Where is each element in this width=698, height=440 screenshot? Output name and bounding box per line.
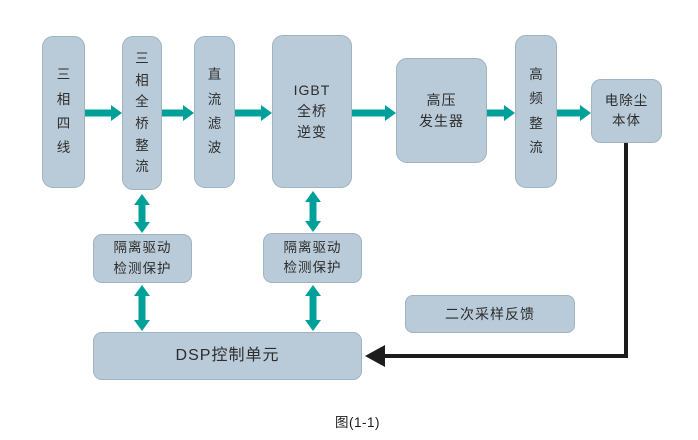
- node-label: 高频整流: [529, 66, 543, 155]
- node-hv-generator: 高压 发生器: [396, 58, 487, 163]
- node-esp-body: 电除尘 本体: [591, 79, 662, 143]
- node-label: 电除尘 本体: [604, 92, 649, 128]
- arrow-dc-filter-to-igbt: [235, 105, 272, 121]
- node-igbt-full-bridge-inverter: IGBT 全桥 逆变: [272, 35, 352, 188]
- figure-caption: 图(1-1): [334, 415, 380, 430]
- node-dc-filter: 直流滤波: [194, 36, 235, 188]
- node-three-phase-full-bridge-rectifier: 三相全桥整流: [122, 36, 162, 190]
- arrow-mains-to-rectifier: [85, 105, 122, 121]
- node-secondary-sampling-feedback: 二次采样反馈: [405, 295, 575, 333]
- node-label: 直流滤波: [207, 67, 222, 156]
- arrow-igbt-isolation2: [305, 191, 321, 232]
- node-label: 隔离驱动 检测保护: [283, 239, 342, 275]
- node-label: DSP控制单元: [175, 347, 280, 364]
- arrow-rectifier-to-dc-filter: [162, 105, 194, 121]
- node-label: 高压 发生器: [419, 91, 464, 129]
- arrow-rectifier-isolation1: [134, 194, 150, 233]
- arrow-isolation1-dsp: [134, 285, 150, 331]
- arrow-hf-rectifier-to-esp-body: [557, 105, 591, 121]
- feedback-path: [365, 143, 628, 367]
- node-label: 三相全桥整流: [135, 51, 149, 175]
- node-isolation-drive-protect-2: 隔离驱动 检测保护: [263, 233, 362, 283]
- arrow-isolation2-dsp: [305, 285, 321, 331]
- node-label: 三相四线: [56, 67, 71, 156]
- node-label: IGBT 全桥 逆变: [293, 82, 331, 140]
- node-dsp-control-unit: DSP控制单元: [93, 332, 362, 380]
- node-isolation-drive-protect-1: 隔离驱动 检测保护: [93, 234, 192, 283]
- arrow-hv-generator-to-hf-rectifier: [487, 105, 515, 121]
- node-label: 二次采样反馈: [445, 305, 535, 322]
- node-hf-rectifier: 高频整流: [515, 35, 557, 188]
- node-label: 隔离驱动 检测保护: [113, 240, 172, 276]
- arrow-igbt-to-hv-generator: [352, 105, 396, 121]
- node-three-phase-four-wire: 三相四线: [42, 36, 85, 188]
